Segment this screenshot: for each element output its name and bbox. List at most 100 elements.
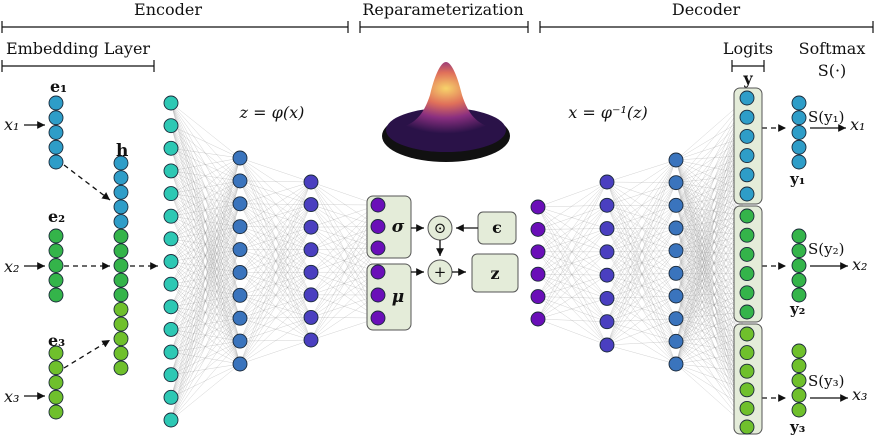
encoder-l2-node: [232, 310, 248, 326]
softmax-y2-node: [791, 243, 807, 259]
connection-edge: [606, 228, 677, 297]
connection-edge: [537, 181, 608, 275]
section-brackets: [1, 21, 874, 72]
decoder-l2-node: [668, 197, 684, 213]
softmax-y2: S(y₂): [808, 240, 844, 258]
connection-edge: [606, 159, 677, 252]
connection-edge: [239, 249, 312, 365]
hidden-node: [113, 184, 129, 200]
z-label: z: [490, 264, 499, 283]
connection-edge: [239, 294, 312, 365]
connection-edge: [537, 206, 608, 229]
connection-edge: [537, 228, 608, 275]
connection-edge: [537, 298, 608, 320]
connection-edge: [606, 227, 677, 253]
logit-box-1: [733, 87, 763, 205]
connection-edge: [537, 296, 608, 322]
output-y3: y₃: [789, 418, 805, 436]
sigma-node: [370, 197, 386, 213]
gaussian-surface-icon: [382, 62, 510, 162]
decoder-l2-node: [668, 356, 684, 372]
logits-y-label: y: [742, 69, 753, 88]
connection-edge: [239, 181, 312, 204]
encoder-l1-node: [163, 344, 179, 360]
connection-edge: [239, 204, 312, 365]
hadamard-symbol: ⊙: [434, 219, 447, 237]
reparam-block: σ μ ⊙ + ϵ z: [366, 195, 519, 331]
connection-edge: [606, 181, 677, 206]
encoder-l1-node: [163, 163, 179, 179]
connection-edge: [606, 159, 677, 229]
decoder-l2-node: [668, 288, 684, 304]
connection-edge: [537, 274, 608, 322]
connection-edge: [537, 205, 608, 230]
decoder-l2-node: [668, 243, 684, 259]
connection-edge: [537, 251, 608, 322]
connection-edge: [606, 205, 677, 319]
sigma-label: σ: [392, 217, 405, 237]
softmax-y1-node: [791, 95, 807, 111]
embedding-e3-node: [48, 404, 64, 420]
embedding-e1-node: [48, 139, 64, 155]
encoder-l1-node: [163, 208, 179, 224]
hidden-node: [113, 345, 129, 361]
connection-edge: [606, 228, 677, 365]
logit-node: [739, 266, 755, 282]
decoder-input-node: [530, 311, 546, 327]
connection-edge: [537, 274, 608, 299]
connection-edge: [606, 341, 677, 346]
logit-node: [739, 148, 755, 164]
softmax-y3-node: [791, 343, 807, 359]
connection-edge: [606, 295, 677, 346]
connection-edge: [537, 228, 608, 230]
connection-edge: [170, 157, 241, 375]
connection-edge: [537, 181, 608, 252]
output-x2: x₂: [852, 255, 867, 274]
decoder-input-node: [530, 244, 546, 260]
encoder-l1-node: [163, 186, 179, 202]
connection-edge: [606, 181, 677, 319]
connection-edge: [537, 228, 608, 320]
connection-edge: [606, 250, 677, 299]
encoder-l2-node: [232, 264, 248, 280]
softmax-y2-node: [791, 258, 807, 273]
connection-edge: [675, 174, 748, 342]
encoder-l3-node: [303, 264, 319, 280]
encoder-l2-node: [232, 356, 248, 372]
connection-edge: [606, 274, 677, 319]
logit-node: [739, 227, 755, 243]
hidden-node: [113, 199, 129, 215]
connection-edge: [537, 318, 608, 346]
connection-edge: [537, 205, 608, 297]
embedding-e2: e₂: [48, 207, 65, 226]
encoder-l3-node: [303, 332, 319, 348]
hidden-node: [113, 287, 129, 303]
embedding-layer-title: Embedding Layer: [6, 39, 150, 58]
connection-edge: [606, 275, 677, 365]
connection-edge: [170, 148, 241, 159]
connection-edge: [239, 317, 312, 365]
output-x1: x₁: [850, 115, 865, 134]
encoder-l1-node: [163, 389, 179, 405]
connection-edge: [537, 274, 608, 320]
connection-edge: [606, 159, 677, 276]
embedding-e3-node: [48, 345, 64, 361]
encoder-l2-node: [232, 196, 248, 212]
embedding-e1-node: [48, 154, 64, 170]
sigma-node: [370, 240, 386, 256]
softmax-y1-node: [791, 110, 807, 126]
decoder-l2-node: [668, 311, 684, 327]
encoder-l2-node: [232, 287, 248, 303]
softmax-function: S(·): [818, 61, 847, 80]
connection-edge: [170, 157, 241, 172]
embedding-e2-node: [48, 243, 64, 259]
connection-edge: [170, 226, 241, 421]
logit-node: [739, 90, 755, 106]
logit-node: [739, 186, 755, 202]
connection-edge: [675, 273, 748, 335]
decoder-l1-node: [599, 314, 615, 330]
connection-edge: [606, 205, 677, 251]
embedding-arrow: [63, 339, 111, 369]
encoder-l1-node: [163, 299, 179, 315]
connection-edge: [606, 251, 677, 274]
